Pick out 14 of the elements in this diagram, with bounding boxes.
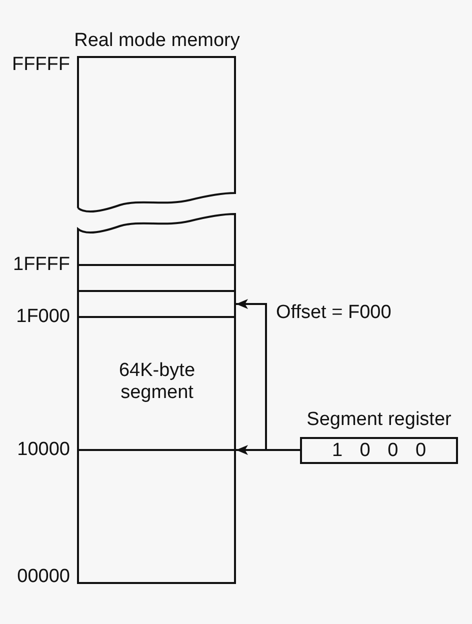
address-label: 10000 [17,439,70,461]
address-label: 00000 [17,566,70,588]
address-label: 1F000 [16,306,70,328]
memory-location [77,290,236,318]
edge-label: Offset = F000 [276,302,392,324]
arrow [236,299,300,451]
register-value: 1 0 0 0 [300,437,458,464]
register-heading: Segment register [306,409,452,431]
segment-label: 64K-byte segment [118,360,196,404]
address-label: FFFFF [12,54,70,76]
segment-band [77,264,236,451]
column-heading: Real mode memory [74,30,240,52]
address-label: 1FFFF [13,254,70,276]
segment-register [300,408,458,464]
